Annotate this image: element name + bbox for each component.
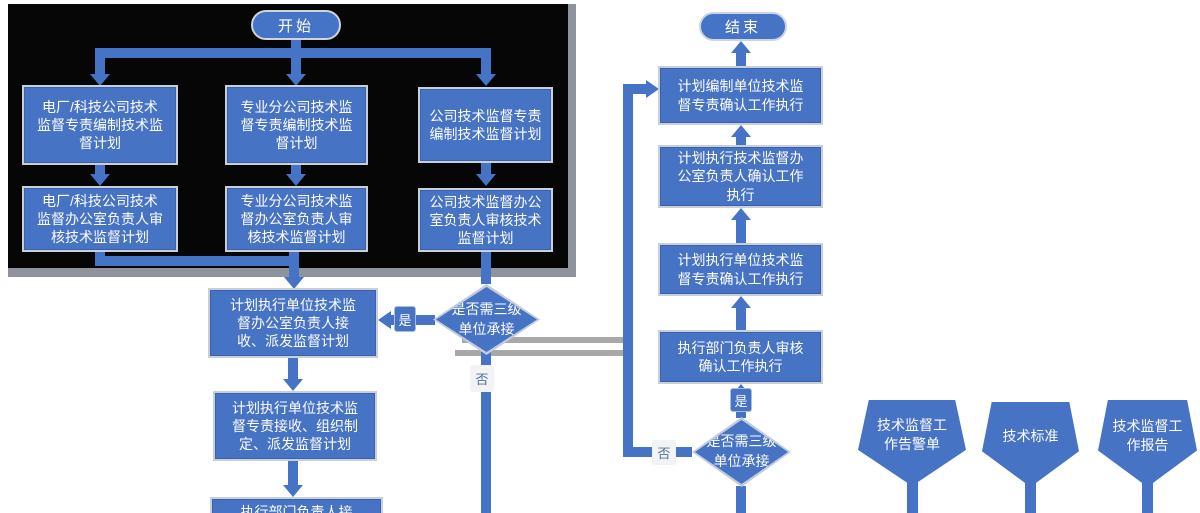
confirm-box-compile-unit: 计划编制单位技术监 督专责确认工作执行: [658, 66, 823, 125]
end-terminal: 结束: [699, 12, 787, 41]
arrowhead-up-icon: [731, 41, 751, 53]
plan-box-branch-review: 专业分公司技术监 督办公室负责人审 核技术监督计划: [225, 186, 368, 252]
arrowhead-up-icon: [731, 208, 751, 220]
plan-box-plant-review: 电厂/科技公司技术 监督办公室负责人审 核技术监督计划: [22, 186, 178, 252]
right-no-label: 否: [652, 440, 676, 465]
right-yes-label: 是: [730, 388, 752, 412]
arrowhead-up-icon: [731, 296, 751, 308]
connector: [288, 358, 298, 380]
output-work-report: 技术监督工 作报告: [1098, 400, 1197, 487]
arrowhead-down-icon: [476, 174, 496, 186]
connector: [1025, 470, 1036, 513]
connector: [481, 352, 491, 513]
grey-connector-bottom: [455, 350, 632, 356]
arrowhead-right-icon: [646, 80, 659, 98]
connector: [623, 84, 633, 457]
arrowhead-left-icon: [378, 311, 391, 329]
connector: [736, 52, 746, 66]
middle-yes-label: 是: [394, 306, 416, 332]
plan-box-plant-compile: 电厂/科技公司技术 监督专责编制技术监 督计划: [22, 85, 178, 165]
connector: [907, 470, 918, 513]
arrowhead-down-icon: [284, 277, 304, 289]
arrowhead-down-icon: [90, 174, 110, 186]
connector: [95, 48, 491, 58]
connector: [291, 38, 301, 50]
arrowhead-down-icon: [283, 485, 303, 497]
connector: [736, 486, 746, 513]
connector: [289, 252, 299, 277]
connector: [481, 58, 491, 74]
connector: [1142, 470, 1153, 513]
arrowhead-down-icon: [286, 74, 306, 86]
confirm-box-office-head: 计划执行技术监督办 公室负责人确认工作 执行: [658, 145, 823, 208]
plan-box-branch-compile: 专业分公司技术监 督专责编制技术监 督计划: [225, 85, 368, 165]
connector: [95, 58, 105, 74]
receive-dispatch-box: 计划执行单位技术监 督办公室负责人接 收、派发监督计划: [208, 288, 378, 358]
connector: [736, 219, 746, 243]
confirm-box-exec-unit: 计划执行单位技术监 督专责确认工作执行: [658, 243, 823, 296]
arrowhead-down-icon: [283, 379, 303, 391]
clipped-exec-box: 执行部门负责人接: [210, 497, 383, 513]
right-decision-diamond: 是否需三级 单位承接: [692, 417, 791, 487]
connector: [481, 163, 491, 175]
output-alert-sheet: 技术监督工 作告警单: [858, 400, 966, 486]
connector: [630, 84, 648, 94]
arrowhead-down-icon: [286, 174, 306, 186]
connector: [95, 165, 105, 175]
right-decision-label: 是否需三级 单位承接: [695, 420, 788, 484]
output-tech-standard: 技术标准: [982, 402, 1079, 487]
confirm-box-dept-head: 执行部门负责人审核 确认工作执行: [658, 330, 823, 384]
connector: [481, 252, 491, 284]
grey-connector-top: [462, 337, 632, 343]
connector: [736, 136, 746, 145]
middle-decision-diamond: 是否需三级 单位承接: [433, 284, 540, 355]
arrowhead-down-icon: [90, 74, 110, 86]
plan-box-company-review: 公司技术监督办公 室负责人审核技术 监督计划: [418, 188, 553, 252]
connector: [288, 461, 298, 486]
middle-no-label: 否: [470, 365, 494, 392]
arrowhead-up-icon: [731, 125, 751, 137]
connector: [291, 165, 301, 175]
connector: [95, 256, 299, 266]
arrowhead-down-icon: [476, 74, 496, 86]
organize-dispatch-box: 计划执行单位技术监 督专责接收、组织制 定、派发监督计划: [213, 391, 377, 461]
plan-box-company-compile: 公司技术监督专责 编制技术监督计划: [418, 87, 553, 163]
start-terminal: 开始: [251, 10, 341, 40]
connector: [291, 58, 301, 74]
connector: [736, 307, 746, 330]
